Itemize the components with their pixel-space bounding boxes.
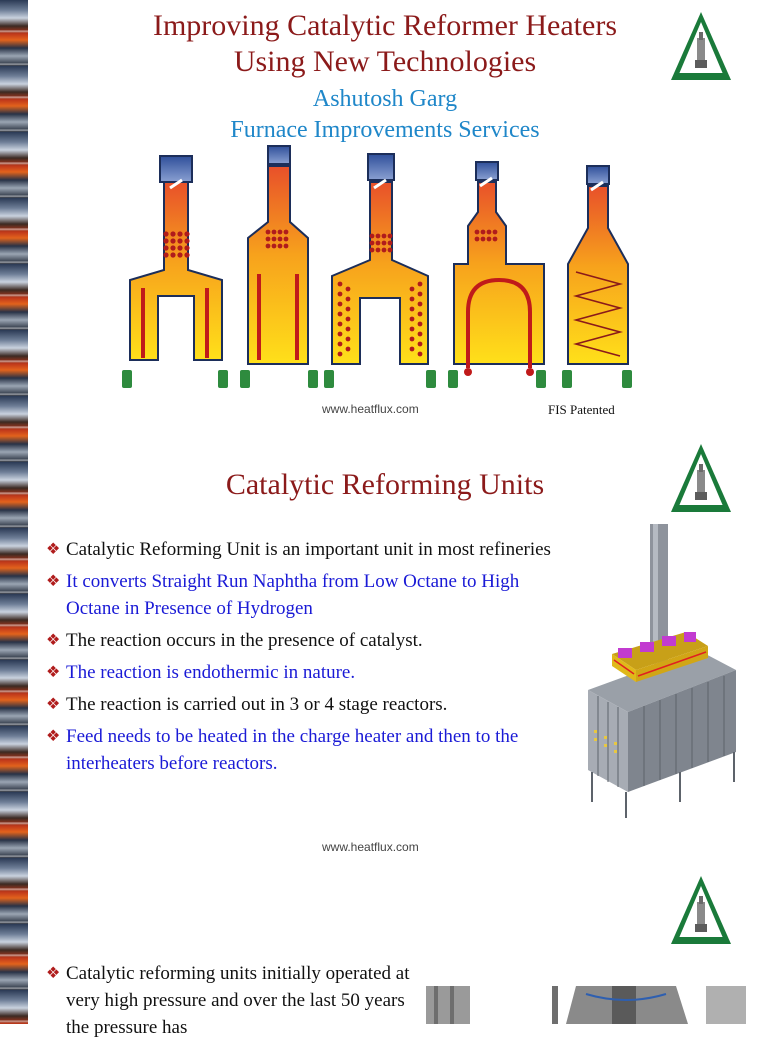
- slide2-title: Catalytic Reforming Units: [225, 468, 545, 501]
- diamond-bullet-icon: ❖: [46, 541, 61, 558]
- bullet-item: ❖Feed needs to be heated in the charge h…: [46, 723, 576, 777]
- company-logo: [671, 876, 731, 944]
- bullet-item: ❖The reaction is carried out in 3 or 4 s…: [46, 691, 576, 718]
- diamond-bullet-icon: ❖: [46, 573, 61, 590]
- slide2-footer-url: www.heatflux.com: [322, 840, 419, 854]
- slide-title: Improving Catalytic Reformer Heaters Usi…: [28, 0, 768, 430]
- slide3-bullet-list: ❖Catalytic reforming units initially ope…: [46, 960, 416, 1046]
- slide1-title-line2: Using New Technologies: [233, 45, 537, 78]
- heater-photo-partial: [426, 986, 746, 1024]
- filmstrip-sidebar: [0, 0, 28, 1024]
- bullet-item: ❖The reaction occurs in the presence of …: [46, 627, 576, 654]
- slide1-title-line1: Improving Catalytic Reformer Heaters: [152, 9, 617, 42]
- slide2-bullet-list: ❖Catalytic Reforming Unit is an importan…: [46, 536, 576, 782]
- heater-5: [562, 165, 632, 388]
- diamond-bullet-icon: ❖: [46, 965, 61, 982]
- company-name: Furnace Improvements Services: [230, 117, 540, 143]
- slide1-title: Improving Catalytic Reformer Heaters Usi…: [28, 8, 742, 80]
- slide-catalytic-reforming: Catalytic Reforming Units ❖Catalytic Ref…: [28, 432, 768, 862]
- diamond-bullet-icon: ❖: [46, 664, 61, 681]
- bullet-item: ❖Catalytic Reforming Unit is an importan…: [46, 536, 576, 563]
- company-logo: [671, 444, 731, 512]
- patent-label: FIS Patented: [548, 402, 615, 417]
- heater-2: [240, 145, 318, 388]
- author-name: Ashutosh Garg: [312, 86, 458, 112]
- heater-diagram: [122, 145, 632, 388]
- company-logo: [671, 12, 731, 80]
- bullet-item: ❖Catalytic reforming units initially ope…: [46, 960, 416, 1041]
- bullet-item: ❖It converts Straight Run Naphtha from L…: [46, 568, 576, 622]
- reformer-heater-render: [588, 524, 736, 818]
- heater-3: [324, 153, 436, 388]
- heater-1: [122, 155, 228, 388]
- slide1-footer-url: www.heatflux.com: [322, 402, 419, 416]
- bullet-item: ❖The reaction is endothermic in nature.: [46, 659, 576, 686]
- diamond-bullet-icon: ❖: [46, 632, 61, 649]
- heater-4: [448, 161, 546, 388]
- diamond-bullet-icon: ❖: [46, 728, 61, 745]
- slide-partial: ❖Catalytic reforming units initially ope…: [28, 864, 768, 1038]
- diamond-bullet-icon: ❖: [46, 696, 61, 713]
